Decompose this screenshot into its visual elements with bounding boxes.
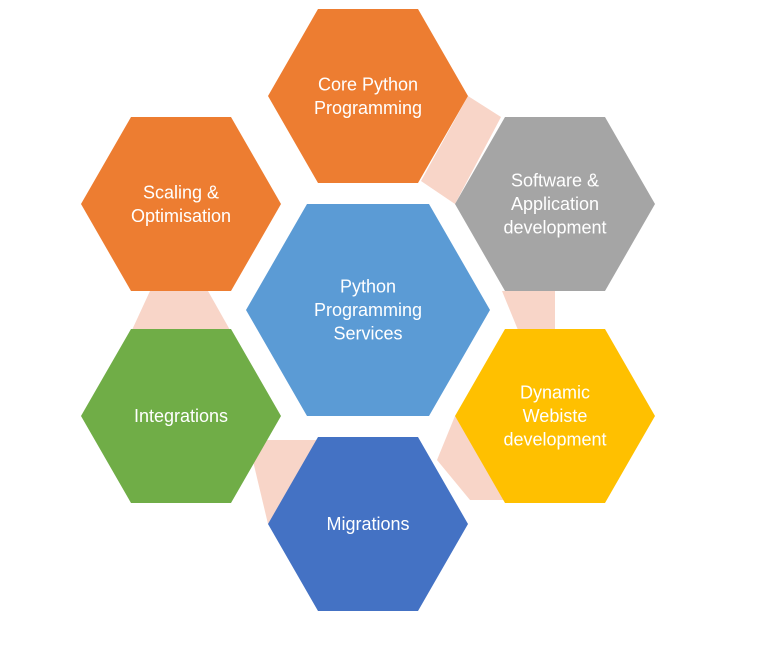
hex-node-migrations: Migrations: [268, 437, 468, 611]
connector-4: [248, 440, 318, 524]
connector-2: [502, 291, 555, 330]
label-software-app-line-3: development: [503, 218, 606, 238]
label-dynamic-website-line-2: Webiste: [523, 406, 588, 426]
hexagon-migrations: [268, 437, 468, 611]
hexagon-software-app: [455, 117, 655, 291]
label-software-app-line-1: Software &: [511, 171, 599, 191]
hexagon-dynamic-website: [455, 329, 655, 503]
label-dynamic-website-line-3: development: [503, 430, 606, 450]
hex-node-scaling: Scaling & Optimisation: [81, 117, 281, 291]
label-scaling-line-2: Optimisation: [131, 206, 231, 226]
connectors-layer: [132, 96, 555, 524]
connector-5: [132, 291, 230, 330]
label-scaling-line-1: Scaling &: [143, 182, 219, 202]
label-software-app-line-2: Application: [511, 194, 599, 214]
connector-3: [437, 416, 505, 500]
connector-1: [421, 96, 501, 204]
label-integrations-line-1: Integrations: [134, 406, 228, 426]
hexagon-integrations: [81, 329, 281, 503]
hex-node-software-app: Software & Application development: [455, 117, 655, 291]
label-core-python-line-1: Core Python: [318, 74, 418, 94]
hexagon-center: [246, 204, 490, 416]
hexagon-core-python: [268, 9, 468, 183]
label-center-line-2: Programming: [314, 300, 422, 320]
label-core-python-line-2: Programming: [314, 98, 422, 118]
hex-node-integrations: Integrations: [81, 329, 281, 503]
hexagon-scaling: [81, 117, 281, 291]
label-dynamic-website-line-1: Dynamic: [520, 383, 590, 403]
label-migrations-line-1: Migrations: [326, 514, 409, 534]
label-center-line-3: Services: [333, 324, 402, 344]
label-center-line-1: Python: [340, 277, 396, 297]
